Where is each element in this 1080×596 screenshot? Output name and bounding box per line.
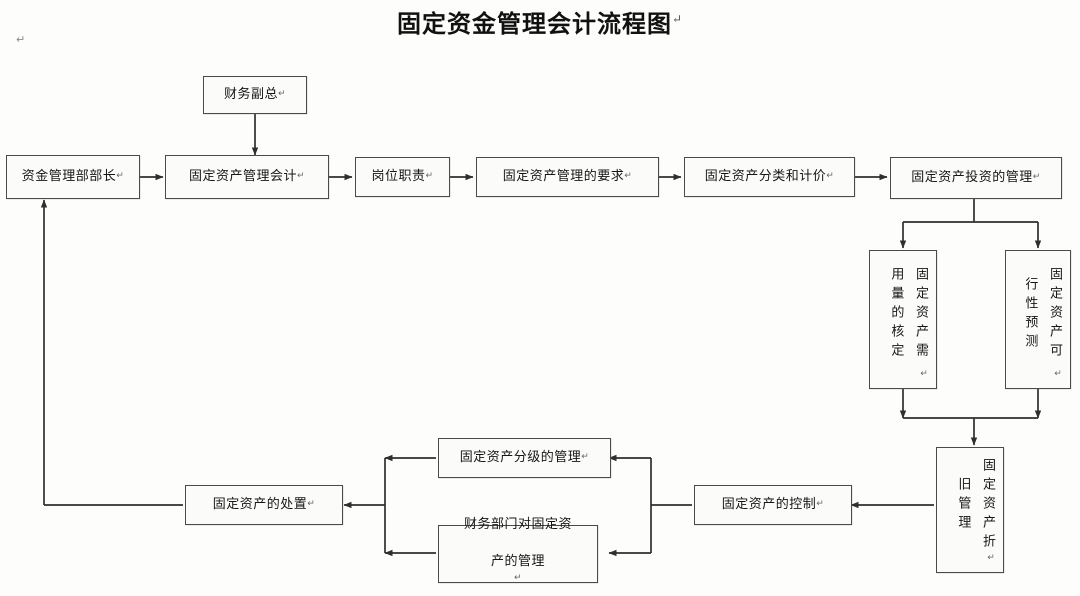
node-job-duties-mark: ↵: [425, 171, 434, 182]
node-asset-control[interactable]: 固定资产的控制↵: [694, 485, 852, 525]
node-management-requirements-label: 固定资产管理的要求: [502, 168, 625, 184]
node-asset-disposal-label: 固定资产的处置: [212, 496, 308, 512]
node-fund-dept-head-mark: ↵: [116, 171, 125, 182]
node-investment-management[interactable]: 固定资产投资的管理↵: [890, 157, 1062, 199]
node-investment-management-label: 固定资产投资的管理: [911, 169, 1033, 185]
node-feasibility-forecast[interactable]: 固定资产可行性预测 ↵: [1005, 250, 1071, 389]
node-asset-disposal-mark: ↵: [307, 499, 316, 510]
node-fund-dept-head-label: 资金管理部部长: [21, 168, 117, 184]
node-demand-verification[interactable]: 固定资产需用量的核定 ↵: [869, 250, 937, 389]
node-finance-dept-management-line2: 产的管理: [490, 554, 545, 570]
stray-mark: ↵: [16, 33, 26, 46]
node-demand-verification-mark: ↵: [919, 369, 929, 379]
page-title-text: 固定资金管理会计流程图: [396, 9, 672, 38]
node-finance-dept-management-mark: ↵: [513, 573, 523, 584]
node-job-duties[interactable]: 岗位职责↵: [355, 157, 450, 197]
node-asset-disposal[interactable]: 固定资产的处置↵: [185, 485, 343, 525]
node-graded-management[interactable]: 固定资产分级的管理↵: [438, 438, 611, 478]
node-fixed-asset-accountant-label: 固定资产管理会计: [188, 168, 297, 184]
page-title-mark: ↵: [671, 12, 684, 26]
node-depreciation-management[interactable]: 固定资产折旧管理↵: [936, 447, 1004, 573]
node-feasibility-forecast-mark: ↵: [1053, 369, 1063, 379]
node-cfo-mark: ↵: [277, 89, 287, 100]
node-graded-management-label: 固定资产分级的管理: [459, 449, 582, 465]
node-classification-valuation[interactable]: 固定资产分类和计价↵: [684, 157, 855, 197]
node-finance-dept-management-line1: 财务部门对固定资: [463, 516, 572, 532]
node-demand-verification-label: 固定资产需用量的核定: [888, 267, 928, 362]
node-management-requirements-mark: ↵: [624, 171, 633, 182]
node-depreciation-management-mark: ↵: [986, 553, 996, 563]
node-classification-valuation-mark: ↵: [826, 171, 835, 182]
node-fund-dept-head[interactable]: 资金管理部部长↵: [6, 155, 140, 199]
node-depreciation-management-label: 固定资产折旧管理: [955, 457, 995, 553]
node-finance-dept-management[interactable]: 财务部门对固定资 产的管理 ↵: [438, 517, 598, 584]
node-graded-management-mark: ↵: [581, 452, 590, 463]
node-fixed-asset-accountant[interactable]: 固定资产管理会计↵: [165, 155, 329, 199]
node-investment-management-mark: ↵: [1032, 172, 1041, 183]
node-job-duties-label: 岗位职责: [371, 168, 426, 184]
node-fixed-asset-accountant-mark: ↵: [296, 171, 306, 182]
node-asset-control-label: 固定资产的控制: [721, 496, 817, 512]
node-management-requirements[interactable]: 固定资产管理的要求↵: [476, 157, 659, 197]
node-feasibility-forecast-label: 固定资产可行性预测: [1022, 267, 1062, 362]
node-classification-valuation-label: 固定资产分类和计价: [704, 168, 827, 184]
node-cfo[interactable]: 财务副总↵: [203, 76, 307, 114]
node-cfo-label: 财务副总: [223, 86, 278, 102]
page-title: 固定资金管理会计流程图↵: [0, 4, 1080, 39]
node-asset-control-mark: ↵: [816, 499, 825, 510]
